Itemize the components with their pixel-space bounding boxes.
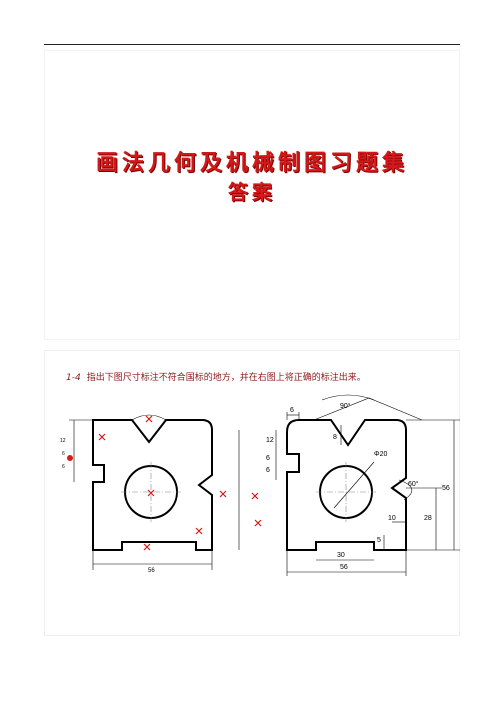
dim-angle-top: 90° [340, 402, 351, 410]
dim-left-6a: 6 [266, 455, 270, 462]
exercise-instruction: 指出下图尺寸标注不符合国标的地方，并在右图上将正确的标注出来。 [86, 373, 366, 383]
title-line-2: 答案 [228, 180, 276, 204]
title-line-1: 画法几何及机械制图习题集 [95, 150, 408, 176]
dim-left-12: 12 [266, 437, 274, 444]
dim-height-28: 28 [424, 515, 432, 522]
right-dimension-labels: 6 90° 8 12 6 6 Φ20 60° 10 28 56 30 5 56 [266, 402, 450, 571]
left-figure [67, 414, 262, 570]
exercise-panel: 1-4 指出下图尺寸标注不符合国标的地方，并在右图上将正确的标注出来。 [44, 350, 464, 636]
left-label-12: 12 [60, 438, 66, 444]
dim-bottom-30: 30 [337, 552, 345, 559]
dim-hole: Φ20 [374, 451, 387, 458]
left-label-6a: 6 [62, 451, 65, 457]
right-figure [275, 394, 464, 576]
left-label-6b: 6 [62, 464, 65, 470]
left-part-outline [92, 419, 213, 551]
left-error-marks [98, 415, 262, 551]
drawing-canvas: 56 6 6 12 [60, 394, 464, 576]
title-page-panel: 画法几何及机械制图习题集 答案 [44, 50, 460, 340]
dim-right-10: 10 [388, 515, 396, 522]
exercise-heading: 1-4 指出下图尺寸标注不符合国标的地方，并在右图上将正确的标注出来。 [66, 370, 366, 383]
dim-top-notch: 6 [290, 407, 294, 414]
dim-overall-width: 56 [340, 564, 348, 571]
dim-depth: 8 [333, 434, 337, 441]
exercise-number: 1-4 [66, 373, 81, 383]
dim-bottom-5: 5 [377, 537, 381, 544]
page-top-rule [44, 44, 460, 45]
right-part-outline [286, 419, 407, 551]
dim-left-6b: 6 [266, 467, 270, 474]
left-width-label: 56 [148, 568, 155, 574]
dim-angle-right: 60° [408, 480, 419, 488]
dim-height-56: 56 [442, 485, 450, 492]
